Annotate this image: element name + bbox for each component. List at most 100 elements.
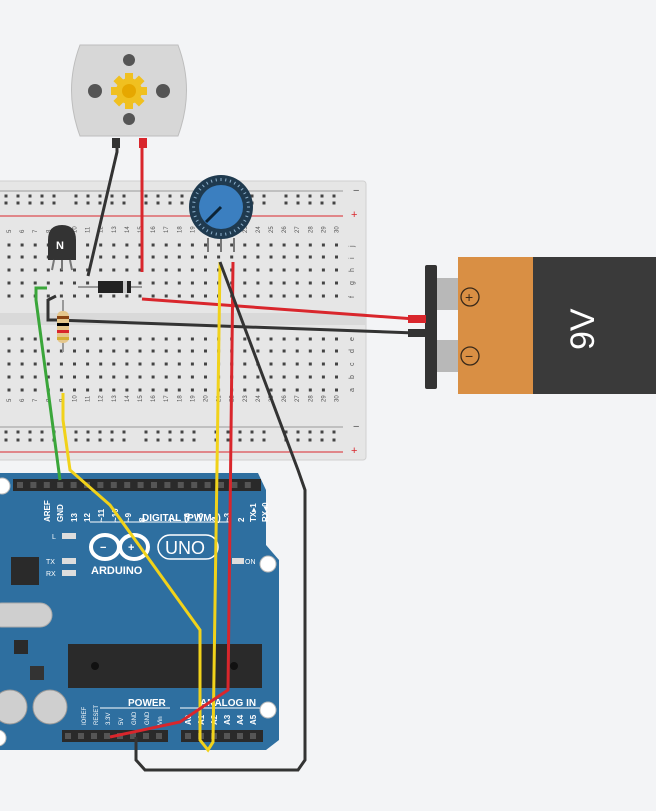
rail-hole[interactable] — [320, 201, 324, 205]
breadboard-hole[interactable] — [243, 243, 247, 247]
breadboard-hole[interactable] — [164, 337, 168, 341]
breadboard-hole[interactable] — [295, 243, 299, 247]
breadboard-hole[interactable] — [308, 337, 312, 341]
rail-hole[interactable] — [86, 201, 90, 205]
breadboard-hole[interactable] — [20, 294, 24, 298]
breadboard-hole[interactable] — [164, 375, 168, 379]
rail-hole[interactable] — [52, 194, 56, 198]
header-hole[interactable] — [78, 733, 84, 739]
breadboard-hole[interactable] — [269, 362, 273, 366]
breadboard-hole[interactable] — [282, 375, 286, 379]
breadboard-hole[interactable] — [243, 349, 247, 353]
breadboard-hole[interactable] — [59, 388, 63, 392]
breadboard-hole[interactable] — [151, 243, 155, 247]
breadboard-hole[interactable] — [59, 281, 63, 285]
breadboard-hole[interactable] — [335, 375, 338, 379]
breadboard-hole[interactable] — [190, 375, 194, 379]
breadboard-hole[interactable] — [321, 388, 325, 392]
breadboard-hole[interactable] — [86, 349, 90, 353]
breadboard-hole[interactable] — [177, 388, 181, 392]
rail-hole[interactable] — [320, 438, 324, 442]
breadboard-hole[interactable] — [73, 294, 76, 298]
breadboard-hole[interactable] — [99, 362, 103, 366]
breadboard-hole[interactable] — [177, 362, 181, 366]
breadboard-hole[interactable] — [256, 268, 260, 272]
breadboard-hole[interactable] — [335, 281, 338, 285]
header-hole[interactable] — [130, 733, 136, 739]
rail-hole[interactable] — [308, 201, 312, 205]
breadboard-hole[interactable] — [295, 388, 299, 392]
breadboard-hole[interactable] — [308, 362, 312, 366]
breadboard-hole[interactable] — [46, 268, 50, 272]
breadboard-hole[interactable] — [190, 255, 194, 259]
breadboard-hole[interactable] — [308, 268, 312, 272]
header-hole[interactable] — [156, 733, 162, 739]
breadboard-hole[interactable] — [243, 388, 247, 392]
breadboard-hole[interactable] — [7, 337, 11, 341]
rail-hole[interactable] — [122, 438, 126, 442]
header-hole[interactable] — [218, 482, 224, 488]
breadboard-hole[interactable] — [73, 337, 76, 341]
breadboard-hole[interactable] — [33, 337, 37, 341]
breadboard-hole[interactable] — [73, 268, 76, 272]
breadboard-hole[interactable] — [243, 375, 247, 379]
rail-hole[interactable] — [144, 438, 148, 442]
header-hole[interactable] — [137, 482, 144, 488]
rail-hole[interactable] — [86, 194, 90, 198]
header-hole[interactable] — [244, 482, 251, 488]
rail-hole[interactable] — [296, 201, 300, 205]
rail-hole[interactable] — [110, 194, 114, 198]
header-hole[interactable] — [17, 482, 23, 488]
rail-hole[interactable] — [262, 430, 266, 434]
rail-hole[interactable] — [28, 438, 32, 442]
breadboard-hole[interactable] — [138, 349, 142, 353]
breadboard-hole[interactable] — [86, 268, 90, 272]
breadboard-hole[interactable] — [295, 255, 299, 259]
rail-hole[interactable] — [28, 201, 32, 205]
breadboard-hole[interactable] — [86, 281, 90, 285]
breadboard-hole[interactable] — [7, 375, 11, 379]
breadboard-hole[interactable] — [164, 281, 168, 285]
header-hole[interactable] — [143, 733, 149, 739]
rail-hole[interactable] — [4, 201, 8, 205]
breadboard-hole[interactable] — [321, 243, 325, 247]
breadboard-hole[interactable] — [59, 362, 63, 366]
breadboard-hole[interactable] — [59, 349, 63, 353]
breadboard-hole[interactable] — [151, 281, 155, 285]
breadboard-hole[interactable] — [269, 388, 273, 392]
rail-hole[interactable] — [214, 430, 218, 434]
rail-hole[interactable] — [238, 438, 242, 442]
rail-hole[interactable] — [250, 438, 254, 442]
breadboard-hole[interactable] — [99, 243, 103, 247]
rail-hole[interactable] — [296, 430, 300, 434]
breadboard-hole[interactable] — [151, 349, 155, 353]
breadboard-hole[interactable] — [20, 388, 24, 392]
rail-hole[interactable] — [226, 430, 230, 434]
rail-hole[interactable] — [122, 194, 126, 198]
breadboard-hole[interactable] — [138, 337, 142, 341]
rail-hole[interactable] — [122, 201, 126, 205]
breadboard-hole[interactable] — [335, 349, 338, 353]
breadboard-hole[interactable] — [230, 255, 234, 259]
breadboard-hole[interactable] — [217, 243, 221, 247]
rail-hole[interactable] — [168, 201, 172, 205]
breadboard-hole[interactable] — [256, 388, 260, 392]
header-hole[interactable] — [151, 482, 157, 488]
breadboard-hole[interactable] — [335, 255, 338, 259]
breadboard-hole[interactable] — [86, 375, 90, 379]
breadboard-hole[interactable] — [33, 243, 37, 247]
rail-hole[interactable] — [284, 430, 288, 434]
header-hole[interactable] — [250, 733, 256, 739]
breadboard-hole[interactable] — [138, 255, 142, 259]
breadboard-hole[interactable] — [256, 281, 260, 285]
rail-hole[interactable] — [156, 194, 160, 198]
breadboard-hole[interactable] — [59, 375, 63, 379]
header-hole[interactable] — [104, 733, 110, 739]
header-hole[interactable] — [57, 482, 64, 488]
breadboard-hole[interactable] — [138, 268, 142, 272]
breadboard-hole[interactable] — [73, 375, 76, 379]
breadboard-hole[interactable] — [308, 255, 312, 259]
rail-hole[interactable] — [86, 438, 90, 442]
header-hole[interactable] — [164, 482, 171, 488]
breadboard-hole[interactable] — [86, 362, 90, 366]
